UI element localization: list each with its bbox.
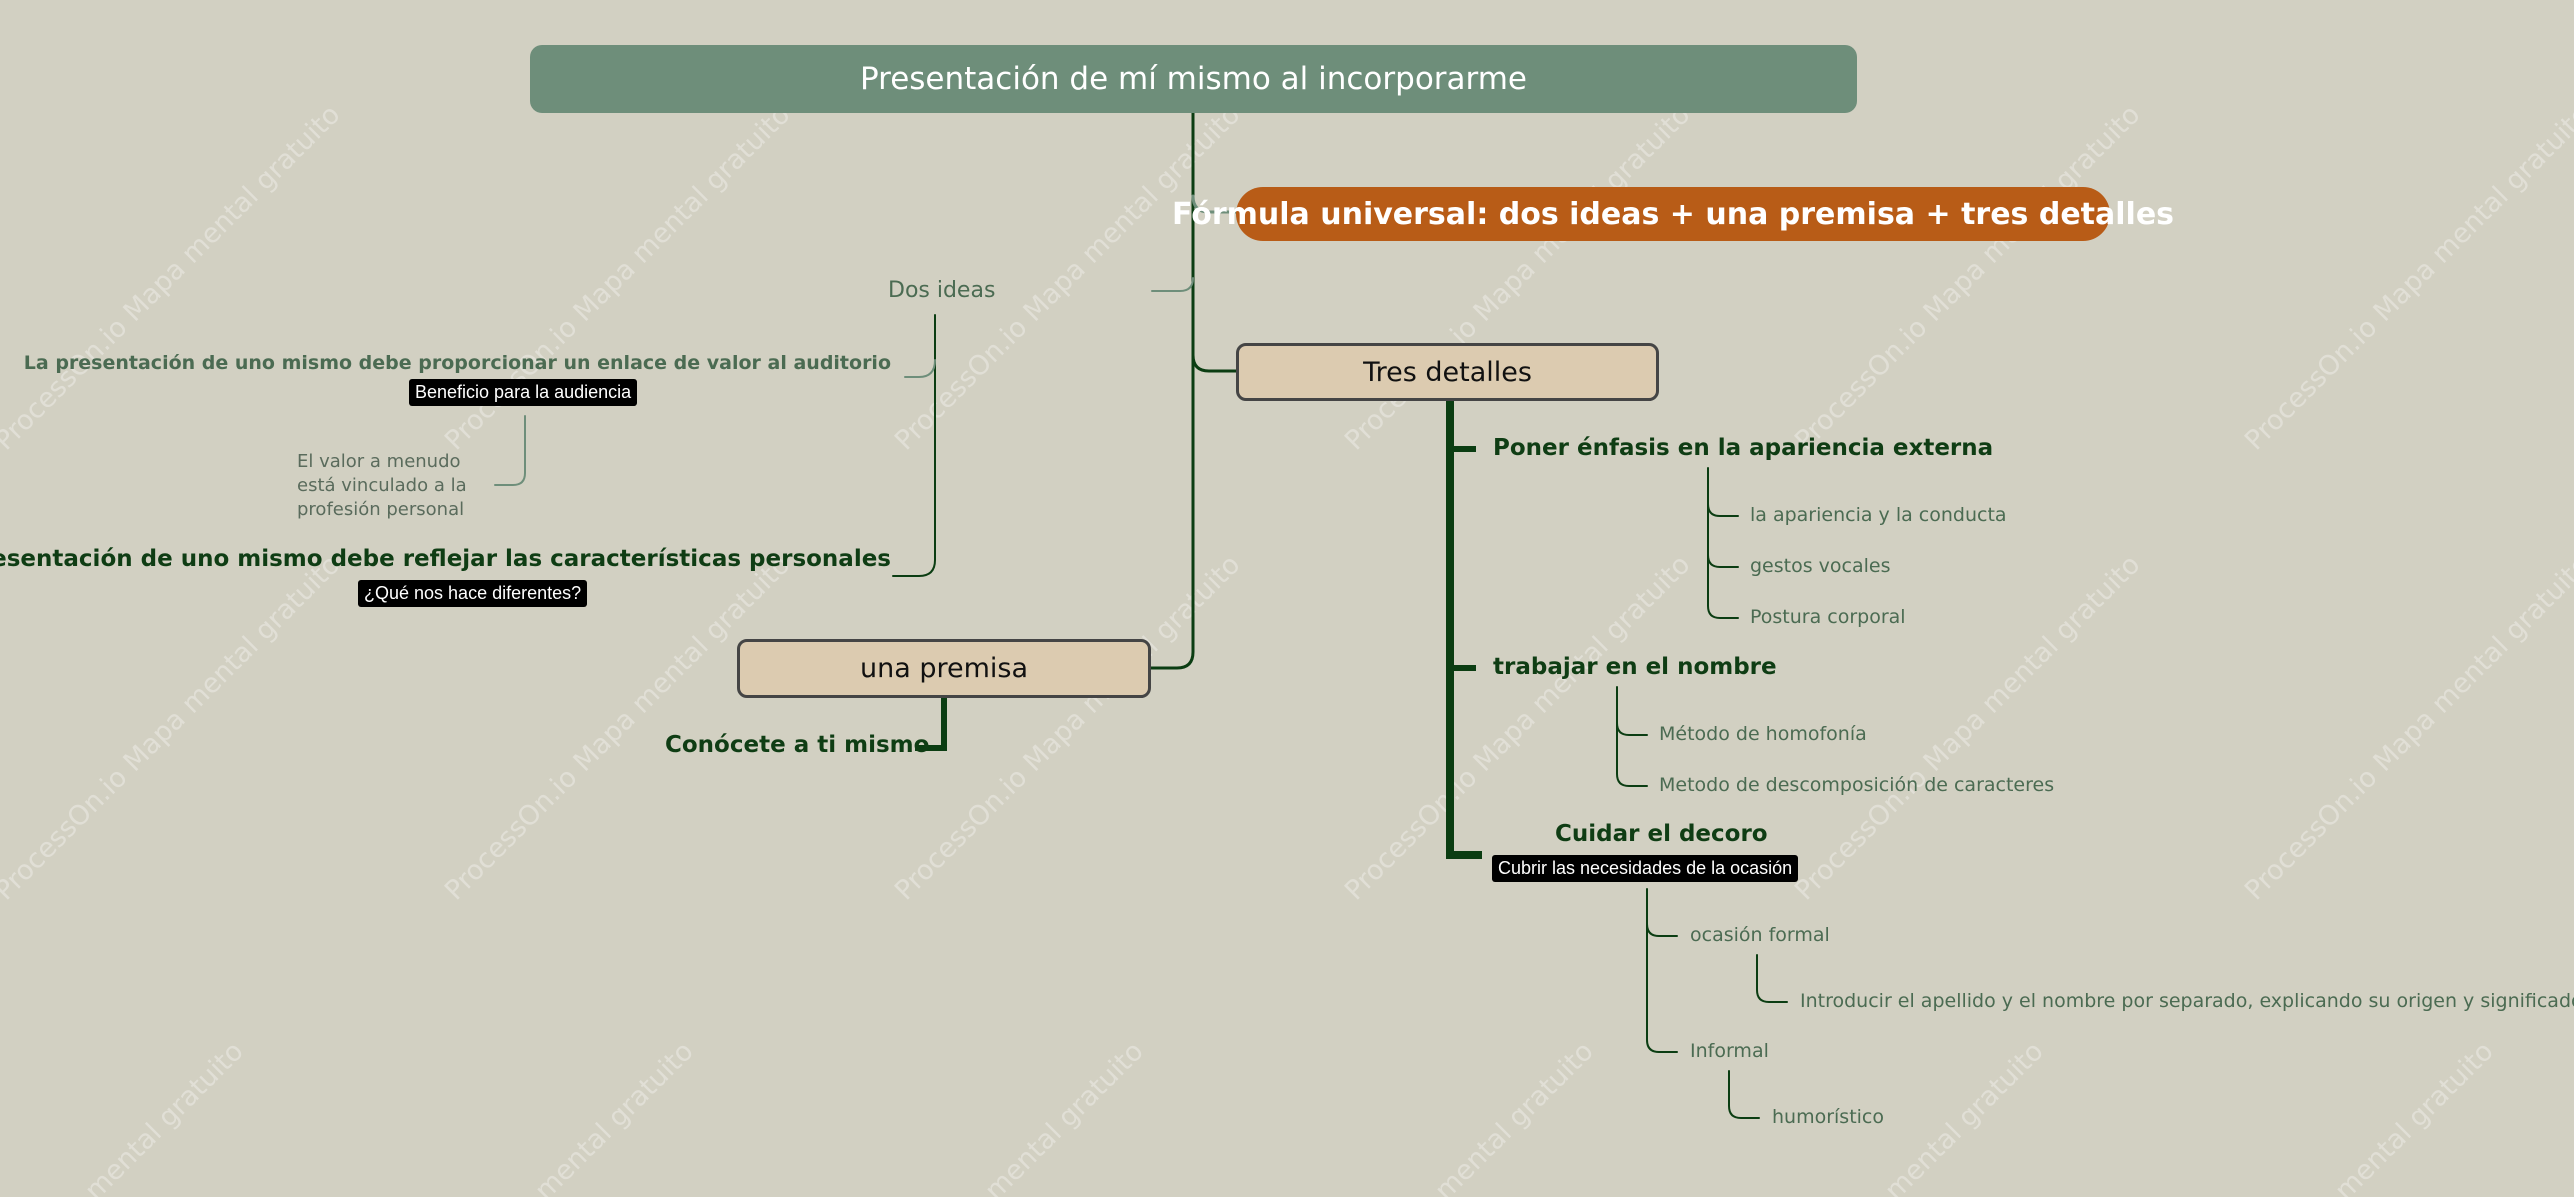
apariencia-stem bbox=[1707, 467, 1739, 619]
apariencia-item-1[interactable]: la apariencia y la conducta bbox=[1750, 504, 2007, 526]
nombre-item-1[interactable]: Método de homofonía bbox=[1659, 723, 1867, 745]
formal-child-node[interactable]: Introducir el apellido y el nombre por s… bbox=[1800, 990, 2574, 1012]
nombre-item-2[interactable]: Metodo de descomposición de caracteres bbox=[1659, 774, 2055, 796]
root-trunk-line bbox=[1149, 111, 1195, 670]
apariencia-node[interactable]: Poner énfasis en la apariencia externa bbox=[1493, 435, 1994, 461]
formal-node[interactable]: ocasión formal bbox=[1690, 924, 1830, 946]
tres-detalles-node[interactable]: Tres detalles bbox=[1236, 343, 1659, 401]
informal-node[interactable]: Informal bbox=[1690, 1040, 1769, 1062]
premisa-child-node[interactable]: Conócete a ti mismo bbox=[665, 732, 930, 758]
apariencia-item2-connector bbox=[1707, 554, 1739, 568]
apariencia-item-3[interactable]: Postura corporal bbox=[1750, 606, 1906, 628]
formula-connector bbox=[1191, 194, 1238, 214]
formal-child-connector bbox=[1756, 954, 1788, 1003]
idea1-note[interactable]: El valor a menudo está vinculado a la pr… bbox=[297, 450, 467, 522]
nombre-node[interactable]: trabajar en el nombre bbox=[1493, 654, 1777, 680]
idea1-note-line-1: El valor a menudo bbox=[297, 451, 461, 472]
root-node[interactable]: Presentación de mí mismo al incorporarme bbox=[530, 45, 1857, 113]
apariencia-item1-connector bbox=[1707, 503, 1739, 517]
decoro-formal-connector bbox=[1646, 923, 1678, 937]
idea1-note-line-2: está vinculado a la bbox=[297, 475, 467, 496]
informal-child-node[interactable]: humorístico bbox=[1772, 1106, 1885, 1128]
premisa-stem bbox=[915, 698, 947, 751]
idea1-connector bbox=[904, 359, 936, 378]
dos-ideas-node[interactable]: Dos ideas bbox=[888, 278, 996, 303]
idea1-tag: Beneficio para la audiencia bbox=[409, 379, 638, 406]
informal-child-connector bbox=[1728, 1070, 1760, 1119]
tres-connector bbox=[1191, 353, 1238, 373]
decoro-stem bbox=[1646, 888, 1678, 1053]
premisa-node[interactable]: una premisa bbox=[737, 639, 1151, 698]
apariencia-item-2[interactable]: gestos vocales bbox=[1750, 555, 1891, 577]
idea2-node[interactable]: La presentación de uno mismo debe reflej… bbox=[0, 546, 891, 572]
tres-stem bbox=[1446, 401, 1482, 859]
idea1-node[interactable]: La presentación de uno mismo debe propor… bbox=[23, 352, 891, 374]
nombre-stem bbox=[1616, 686, 1648, 787]
idea1-note-line-3: profesión personal bbox=[297, 499, 465, 520]
idea2-tag: ¿Qué nos hace diferentes? bbox=[358, 580, 588, 607]
nombre-item1-connector bbox=[1616, 722, 1648, 736]
dos-ideas-connector bbox=[1151, 277, 1194, 292]
dos-ideas-stem bbox=[892, 314, 936, 577]
formula-node[interactable]: Fórmula universal: dos ideas + una premi… bbox=[1172, 187, 2174, 241]
decoro-node[interactable]: Cuidar el decoro bbox=[1555, 821, 1768, 847]
idea1-note-connector bbox=[494, 415, 526, 486]
decoro-tag: Cubrir las necesidades de la ocasión bbox=[1492, 855, 1799, 882]
